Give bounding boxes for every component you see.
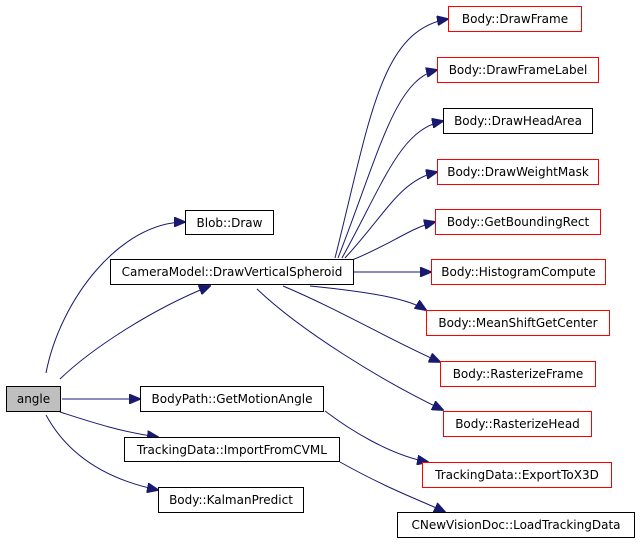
edge-body-kalman-to-angle	[45, 414, 158, 490]
node-label: Body::DrawFrameLabel	[448, 63, 588, 77]
node-label: Body::MeanShiftGetCenter	[438, 316, 598, 330]
node-blob-draw[interactable]: Blob::Draw	[185, 210, 274, 235]
node-label: Body::RasterizeFrame	[452, 367, 584, 381]
node-angle: angle	[6, 386, 61, 412]
node-label: TrackingData::ExportToX3D	[435, 468, 599, 482]
node-label: CameraModel::DrawVerticalSpheroid	[121, 265, 343, 279]
node-trackingdata-import-from-cvml[interactable]: TrackingData::ImportFromCVML	[124, 437, 340, 462]
node-label: BodyPath::GetMotionAngle	[151, 392, 313, 406]
node-body-draw-weight-mask[interactable]: Body::DrawWeightMask	[437, 159, 599, 185]
node-camera-draw-vertical-spheroid[interactable]: CameraModel::DrawVerticalSpheroid	[110, 259, 354, 285]
edge-drawframelabel-to-camera	[337, 70, 437, 259]
node-label: TrackingData::ImportFromCVML	[137, 442, 327, 457]
node-body-draw-head-area[interactable]: Body::DrawHeadArea	[443, 108, 593, 134]
node-body-kalman-predict[interactable]: Body::KalmanPredict	[158, 487, 304, 513]
node-trackingdata-export-to-x3d[interactable]: TrackingData::ExportToX3D	[422, 462, 612, 488]
node-label: Body::KalmanPredict	[169, 493, 293, 507]
edge-blob-draw-to-angle	[45, 222, 185, 374]
node-label: Body::GetBoundingRect	[446, 215, 590, 229]
node-label: Body::DrawWeightMask	[447, 165, 589, 179]
node-bodypath-get-motion-angle[interactable]: BodyPath::GetMotionAngle	[140, 386, 324, 412]
node-label: Body::DrawHeadArea	[454, 114, 582, 128]
node-body-histogram-compute[interactable]: Body::HistogramCompute	[431, 259, 606, 285]
node-body-draw-frame-label[interactable]: Body::DrawFrameLabel	[437, 57, 599, 83]
edge-msgc-to-camera	[309, 285, 426, 310]
node-body-get-bounding-rect[interactable]: Body::GetBoundingRect	[435, 209, 601, 235]
edge-drawweightmask-to-camera	[344, 172, 437, 259]
node-label: Body::HistogramCompute	[441, 265, 596, 279]
node-label: Blob::Draw	[196, 215, 263, 230]
node-label: angle	[16, 392, 51, 406]
edge-loadtd-to-td-import	[339, 461, 445, 512]
node-body-mean-shift-get-center[interactable]: Body::MeanShiftGetCenter	[426, 310, 610, 336]
edge-rasthead-to-camera	[256, 288, 443, 410]
node-label: CNewVisionDoc::LoadTrackingData	[411, 518, 621, 532]
node-label: Body::RasterizeHead	[455, 417, 580, 431]
node-cnewvisiondoc-load-tracking-data[interactable]: CNewVisionDoc::LoadTrackingData	[397, 512, 635, 538]
node-body-rasterize-frame[interactable]: Body::RasterizeFrame	[440, 361, 596, 387]
edge-drawheadarea-to-camera	[341, 121, 443, 259]
edge-export-to-bodypath	[324, 410, 428, 462]
node-label: Body::DrawFrame	[461, 12, 569, 26]
edge-rastframe-to-camera	[282, 285, 440, 362]
edge-camera-draw-vs-to-angle	[59, 286, 210, 380]
node-body-draw-frame[interactable]: Body::DrawFrame	[448, 6, 582, 32]
edge-drawframe-to-camera	[334, 19, 448, 259]
edge-td-import-to-angle	[59, 411, 158, 437]
edge-getbr-to-camera	[351, 222, 435, 261]
node-body-rasterize-head[interactable]: Body::RasterizeHead	[443, 411, 592, 437]
